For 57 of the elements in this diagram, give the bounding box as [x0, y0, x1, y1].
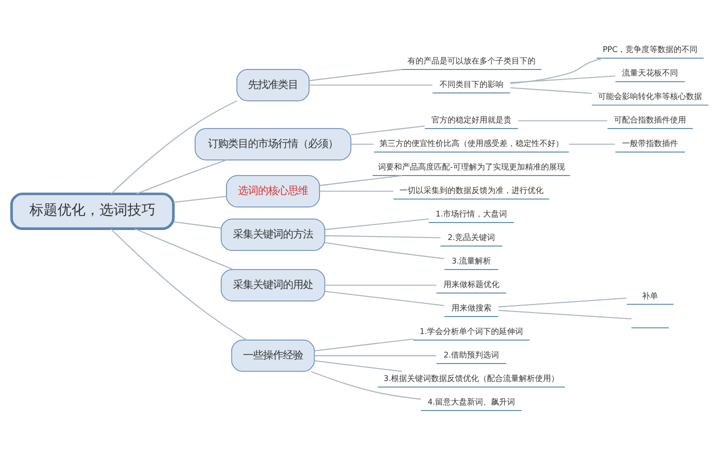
node-box: 采集关键词的用处	[220, 269, 326, 302]
connector	[510, 87, 592, 94]
node-text: 1.学会分析单个词下的延伸词	[420, 327, 524, 336]
node-text: 第三方的便宜性价比高（使用感受差，稳定性不好）	[379, 139, 564, 148]
connector	[498, 310, 632, 320]
node-text: 用来做搜索	[451, 304, 492, 313]
connector	[324, 242, 444, 260]
connector	[324, 218, 429, 230]
node-text: 有的产品是可以放在多个子类目下的	[407, 56, 536, 66]
node-text: 可能会影响转化率等核心数据	[598, 92, 702, 102]
node-box: 选词的核心思维	[226, 175, 320, 208]
connector	[134, 228, 234, 270]
connector	[110, 228, 247, 340]
node-text: 4.留意大盘新词、飙升词	[428, 398, 516, 407]
node-bar	[631, 327, 670, 328]
connector	[569, 144, 615, 145]
node-text: 3.流量解析	[452, 256, 492, 266]
node-text: 流量天花板不同	[622, 68, 678, 78]
connector	[350, 125, 425, 136]
node-text: 一般带指数插件	[622, 139, 678, 148]
connector	[325, 284, 436, 286]
node-text: 不同类目下的影响	[439, 80, 504, 90]
node-text: 一切以采集到的数据反馈为准，进行优化	[399, 186, 544, 196]
node-text: PPC，竞争度等数据的不同	[602, 45, 698, 54]
connector	[320, 175, 402, 186]
node-text: 2.竞品关键词	[448, 233, 496, 242]
node-text: 官方的稳定好用就是贵	[431, 116, 512, 125]
connector	[174, 221, 222, 229]
connector	[325, 235, 440, 238]
node-text: 3.根据关键词数据反馈优化（配合流量解析使用）	[384, 374, 560, 384]
node-text: 1.市场行情，大盘词	[436, 210, 508, 219]
connector	[309, 68, 402, 82]
connector	[351, 144, 374, 145]
node-box: 标题优化，选词技巧	[10, 192, 175, 230]
connector	[310, 370, 421, 400]
node-box: 先找准类目	[236, 69, 310, 102]
connector	[110, 100, 238, 194]
node-text: 2.借助预判选词	[444, 350, 500, 360]
connector	[314, 360, 402, 372]
node-box: 订购类目的市场行情（必须）	[194, 128, 352, 160]
connector	[320, 190, 394, 192]
connector	[498, 298, 626, 308]
node-text: 词要和产品高度匹配-可理解为了实现更加精准的展现	[378, 162, 565, 172]
connector	[314, 355, 436, 356]
node-box: 一些操作经验	[231, 340, 315, 372]
node-text: 可配合指数插件使用	[614, 116, 686, 125]
node-box: 采集关键词的方法	[220, 218, 326, 251]
connector	[518, 120, 608, 122]
connector	[314, 338, 413, 352]
connector	[174, 196, 226, 203]
connector	[309, 84, 432, 86]
connector	[324, 290, 444, 306]
node-text: 补单	[642, 291, 658, 300]
connector	[136, 159, 227, 194]
connector	[510, 75, 616, 84]
connector	[510, 58, 604, 84]
node-text: 用来做标题优化	[443, 280, 500, 290]
